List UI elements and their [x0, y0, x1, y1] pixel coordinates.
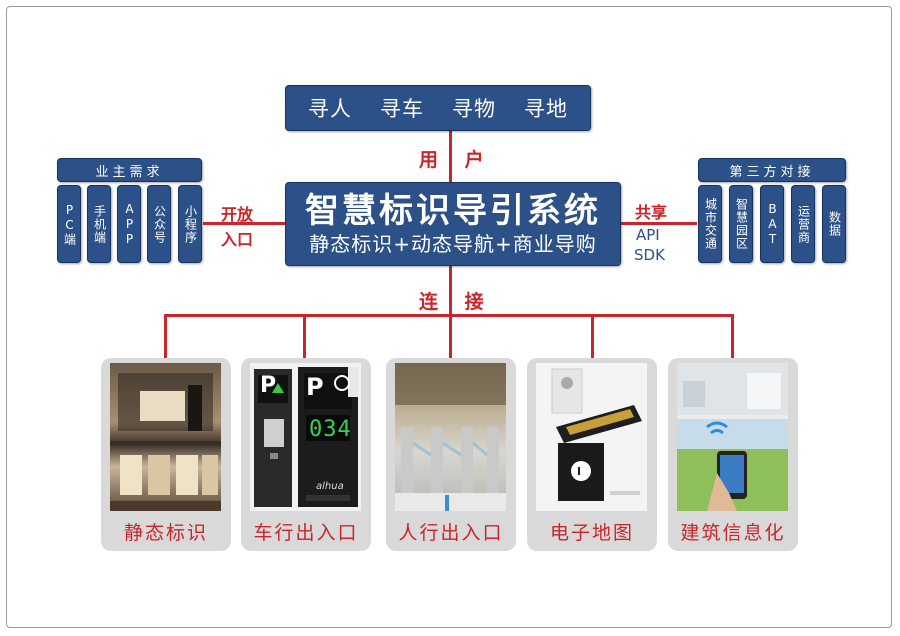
card-label-pedestrian-entrance: 人行出入口 [398, 522, 504, 544]
connector-top-center [449, 131, 452, 182]
right-item-city-traffic: 城市交通 [698, 185, 722, 263]
right-item-smart-park: 智慧园区 [729, 185, 753, 263]
building-informatization-illustration [677, 363, 788, 511]
card-pedestrian-entrance: 人行出入口 [386, 358, 516, 551]
label-sdk: SDK [634, 246, 665, 264]
top-item-find-person: 寻人 [308, 97, 352, 121]
connector-left-center [203, 222, 285, 225]
right-item-bat: BAT [760, 185, 784, 263]
label-api: API [636, 226, 660, 244]
system-title: 智慧标识导引系统 [305, 191, 601, 231]
label-connect: 连 接 [419, 291, 494, 313]
left-group-header: 业主需求 [57, 158, 202, 182]
connector-drop-5 [731, 314, 734, 358]
connector-right-center [619, 222, 697, 225]
electronic-map-photo [536, 363, 647, 511]
card-label-electronic-map: 电子地图 [549, 522, 634, 544]
card-vehicle-entrance: P P 034 alhua 车行出入口 [241, 358, 371, 551]
user-needs-box: 寻人 寻车 寻物 寻地 [285, 85, 591, 131]
system-subtitle: 静态标识+动态导航+商业导购 [309, 232, 597, 256]
static-signage-illustration [110, 373, 221, 511]
label-open-2: 入口 [221, 230, 254, 249]
left-item-mobile: 手机端 [87, 185, 111, 263]
diagonal-arrow-icon [334, 375, 350, 391]
label-share: 共享 [635, 203, 668, 222]
electronic-map-illustration [551, 368, 642, 501]
left-item-official-account: 公众号 [147, 185, 171, 263]
left-item-mini-program: 小程序 [178, 185, 202, 263]
card-label-building-informatization: 建筑信息化 [680, 522, 786, 544]
connector-drop-2 [303, 314, 306, 358]
card-building-informatization: 建筑信息化 [668, 358, 798, 551]
building-informatization-photo [677, 363, 788, 511]
brand-logo: alhua [316, 481, 344, 492]
card-label-vehicle-entrance: 车行出入口 [253, 522, 359, 544]
label-open-1: 开放 [221, 205, 254, 224]
static-signage-photo [110, 363, 221, 511]
card-label-static-signage: 静态标识 [123, 522, 208, 544]
connector-drop-1 [164, 314, 167, 358]
right-item-operator: 运营商 [791, 185, 815, 263]
label-user: 用 户 [419, 149, 494, 171]
up-arrow-icon [272, 383, 284, 393]
right-item-data: 数据 [822, 185, 846, 263]
left-item-pc: PC端 [57, 185, 81, 263]
pedestrian-entrance-photo [395, 363, 506, 511]
vehicle-entrance-photo: P P 034 alhua [250, 363, 361, 511]
system-box: 智慧标识导引系统 静态标识+动态导航+商业导购 [285, 182, 621, 266]
card-electronic-map: 电子地图 [527, 358, 657, 551]
top-item-find-place: 寻地 [524, 97, 568, 121]
page-frame [6, 6, 892, 628]
left-item-app: APP [117, 185, 141, 263]
parking-sign-letter-right: P [306, 373, 324, 401]
connector-drop-3 [449, 314, 452, 358]
card-static-signage: 静态标识 [101, 358, 231, 551]
pedestrian-entrance-illustration [395, 363, 506, 511]
top-item-find-object: 寻物 [452, 97, 496, 121]
vehicle-entrance-illustration [254, 367, 358, 507]
parking-space-counter: 034 [309, 417, 352, 442]
top-item-find-car: 寻车 [380, 97, 424, 121]
right-group-header: 第三方对接 [698, 158, 846, 182]
connector-drop-4 [591, 314, 594, 358]
connector-center-down [449, 264, 452, 316]
